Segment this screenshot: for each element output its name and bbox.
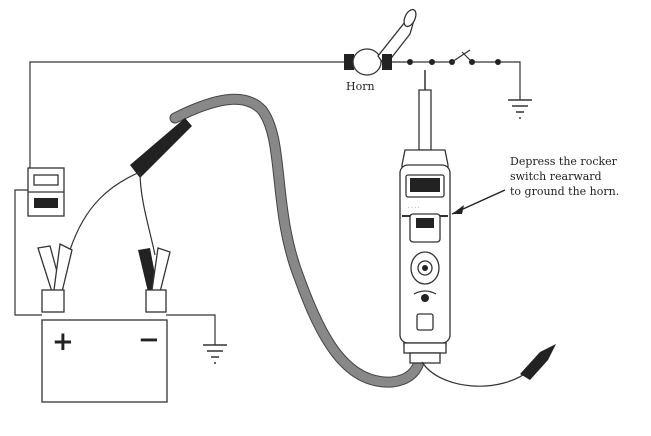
horn-label: Horn: [346, 80, 375, 93]
box-to-battery-wire: [14, 189, 42, 316]
horn-feed-wire: [29, 61, 345, 175]
instruction-line-3: to ground the horn.: [510, 185, 619, 198]
connector-box: [27, 167, 65, 217]
cable-splitter: [130, 118, 192, 178]
horn: [344, 8, 417, 76]
ground-symbol-battery: [203, 344, 227, 364]
horn-ground-wire: [392, 51, 521, 100]
positive-clamp: [37, 243, 73, 313]
instruction-line-2: switch rearward: [510, 170, 602, 183]
probe-cable-outline: [169, 93, 426, 388]
probe-tip-sleeve: [418, 89, 432, 151]
battery-lead-black: [139, 171, 156, 256]
negative-clamp: [138, 247, 171, 313]
battery-plus-label: +: [52, 327, 74, 357]
ground-symbol-horn: [508, 99, 532, 119]
probe-ground-clamp: [520, 344, 556, 380]
battery-ground-wire: [166, 314, 216, 345]
probe-logo: [416, 313, 434, 331]
instruction-line-1: Depress the rocker: [510, 155, 618, 168]
power-probe: · · · ·: [399, 149, 451, 364]
probe-cable: [170, 94, 425, 387]
battery: [41, 319, 168, 403]
battery-lead-red: [69, 171, 141, 251]
probe-ground-lead: [421, 361, 531, 387]
battery-minus-label: −: [138, 325, 160, 355]
switch-contacts: [407, 49, 501, 65]
svg-text:· · · ·: · · · ·: [408, 205, 420, 211]
